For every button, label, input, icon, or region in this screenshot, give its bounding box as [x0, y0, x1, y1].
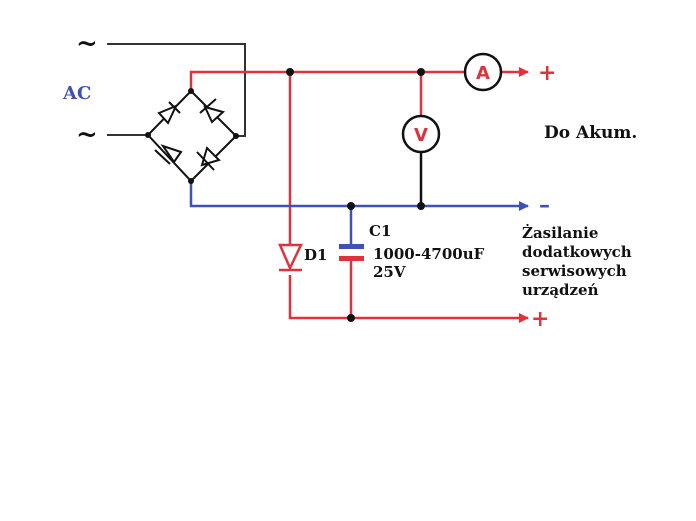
- d1-label: D1: [304, 246, 327, 264]
- service-power-label: Żasilanie dodatkowych serwisowych urządz…: [522, 223, 632, 299]
- minus-terminal: –: [539, 192, 550, 218]
- diode-top-right: [199, 98, 226, 124]
- negative-rail: [189, 181, 529, 244]
- diode-d1: [278, 243, 303, 272]
- ammeter: A: [463, 52, 503, 92]
- c1-label: C1: [369, 222, 391, 240]
- junction-dots: [145, 68, 425, 322]
- c1-capacitance: 1000-4700uF: [373, 245, 485, 263]
- service-label-line: Żasilanie: [522, 223, 598, 242]
- service-label-line: dodatkowych: [522, 243, 632, 261]
- battery-output-label: Do Akum.: [544, 123, 637, 143]
- plus-terminal-bottom: +: [531, 306, 549, 332]
- bridge-rectifier: [146, 89, 238, 183]
- diode-bottom-right: [196, 146, 221, 171]
- positive-rail: [189, 67, 529, 323]
- plus-terminal-top: +: [538, 60, 556, 86]
- ac-input-wires: [107, 43, 246, 137]
- voltmeter-label: V: [414, 125, 428, 146]
- service-label-line: serwisowych: [522, 262, 627, 280]
- ammeter-label: A: [476, 63, 490, 84]
- capacitor-c1: [339, 244, 364, 318]
- diode-bottom-left: [154, 144, 183, 165]
- ac-label: AC: [62, 83, 91, 104]
- c1-voltage: 25V: [373, 263, 406, 281]
- ac-terminal-tilde-bottom: ~: [76, 120, 98, 150]
- diode-top-left: [157, 101, 181, 125]
- voltmeter: V: [401, 114, 441, 154]
- service-label-line: urządzeń: [522, 281, 599, 299]
- ac-terminal-tilde-top: ~: [76, 29, 98, 59]
